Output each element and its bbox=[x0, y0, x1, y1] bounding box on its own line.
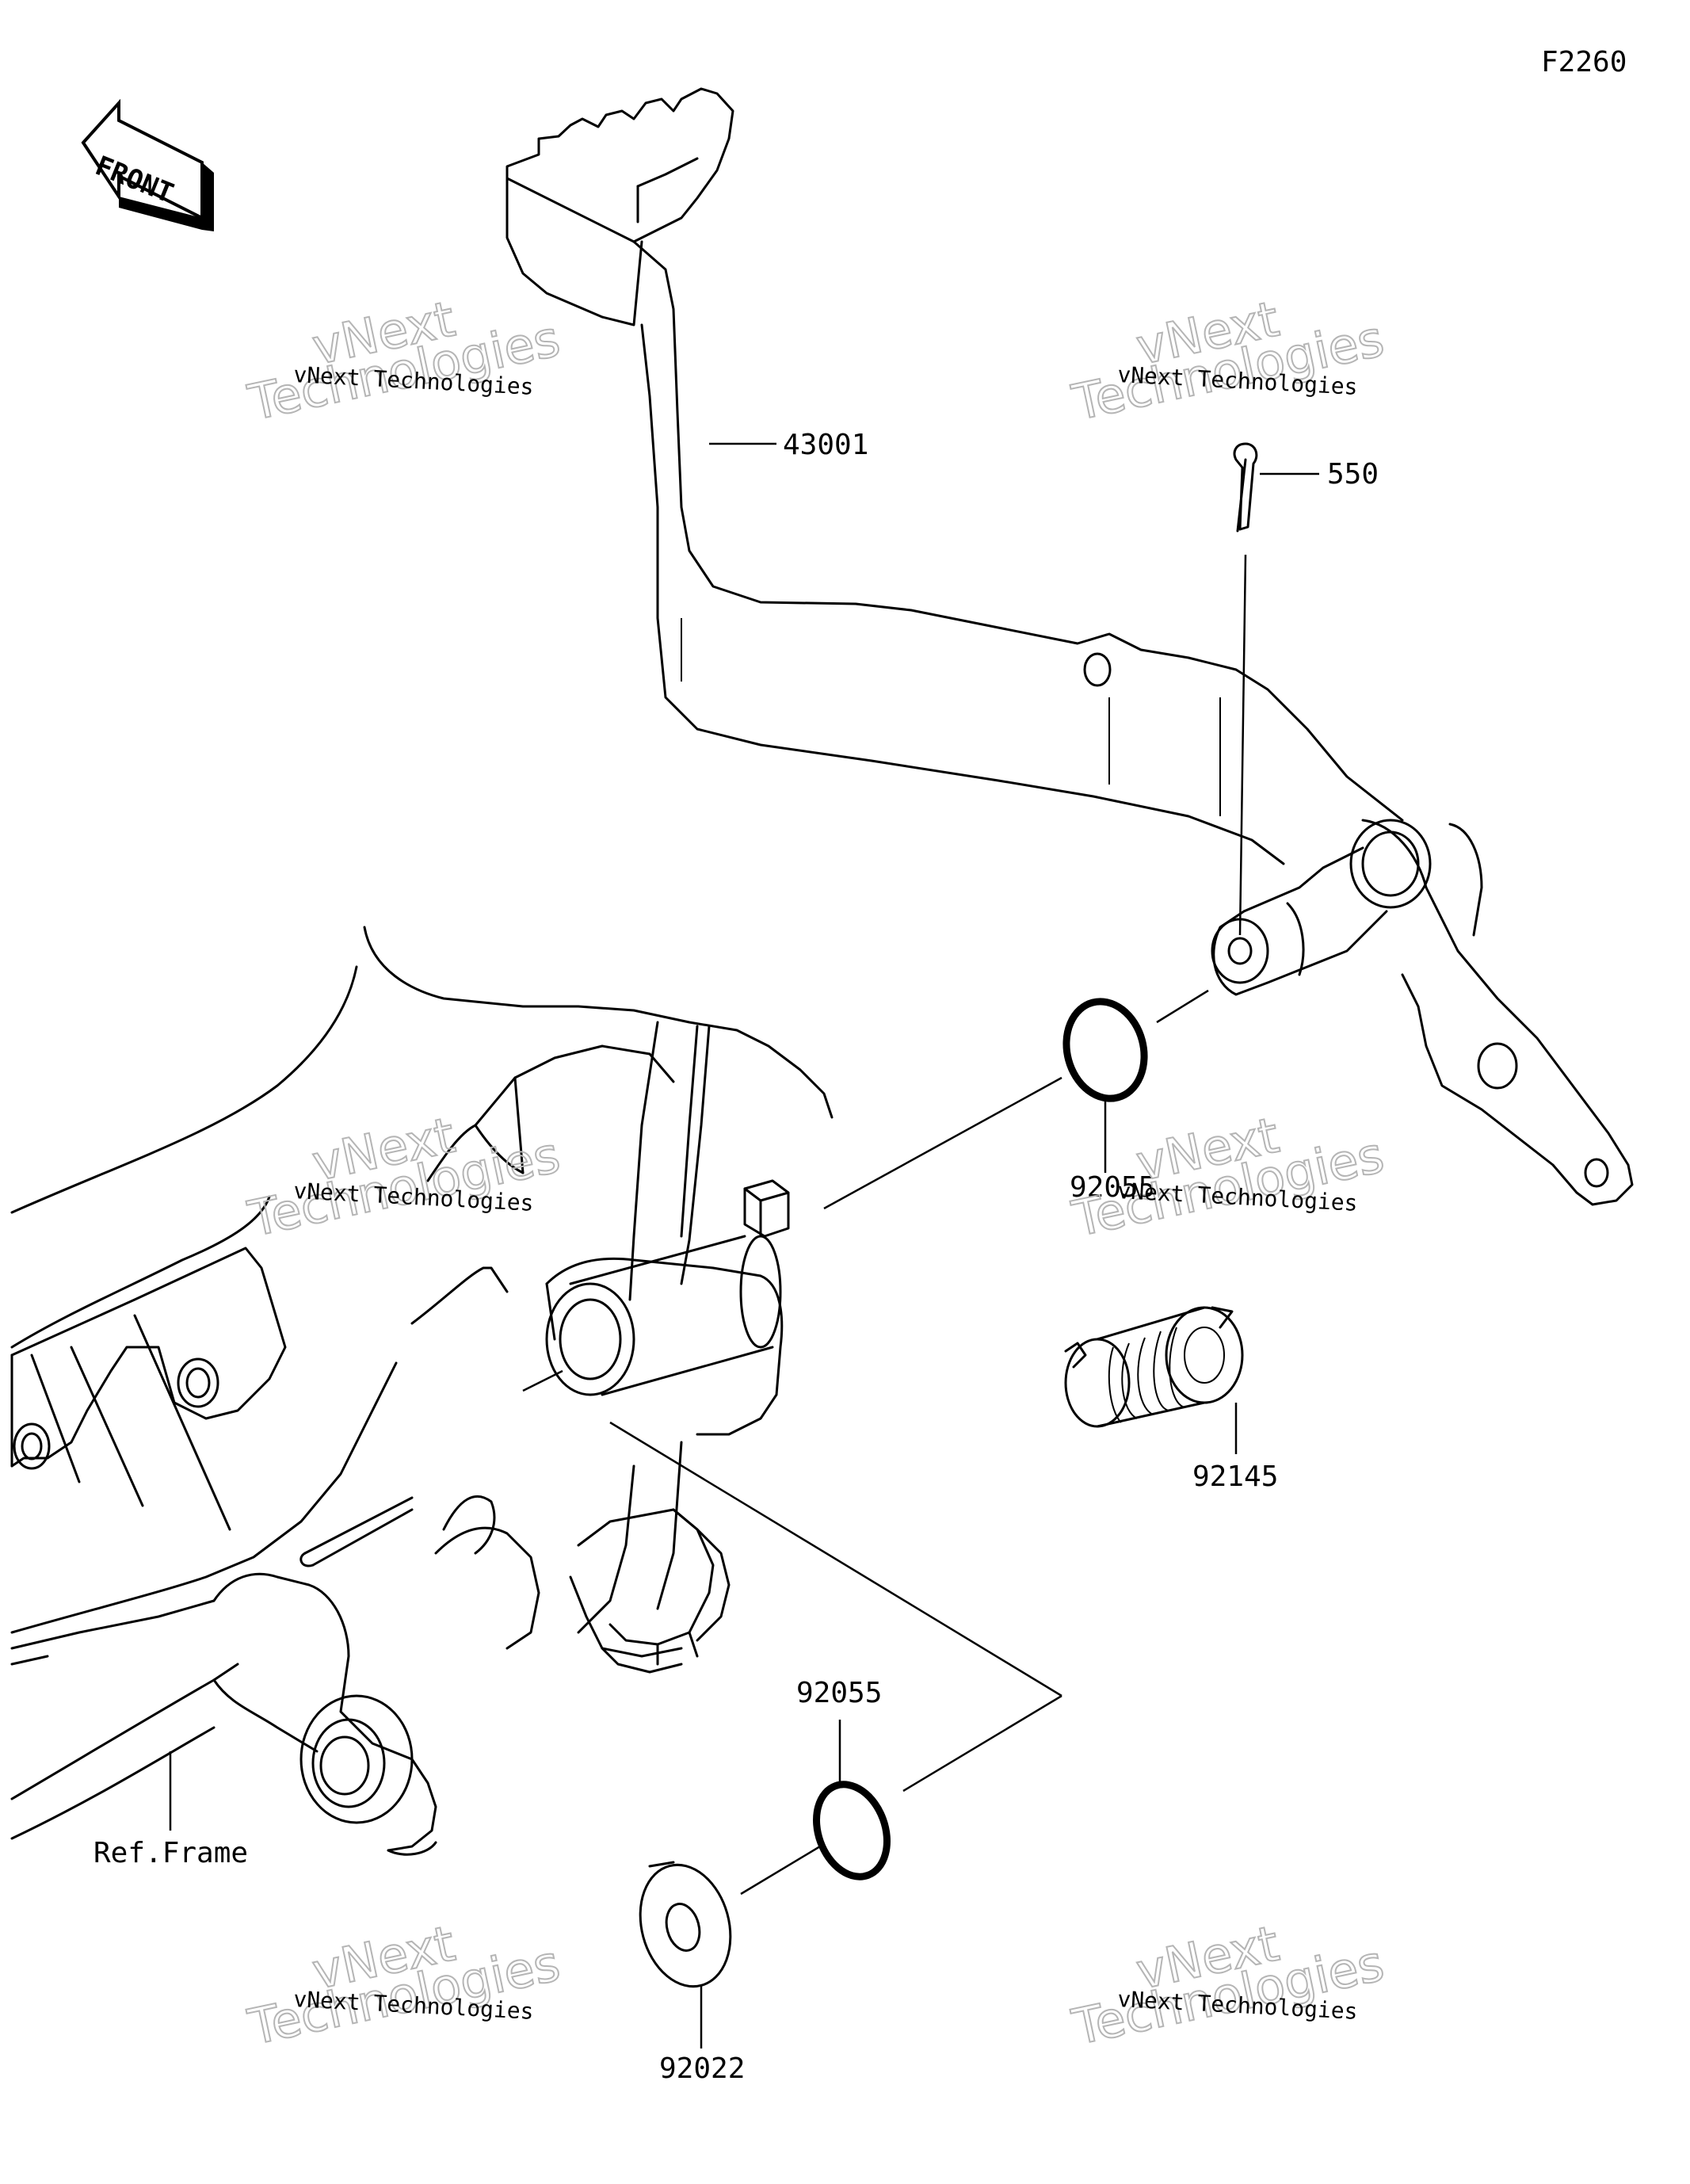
cotter-pin[interactable] bbox=[1233, 442, 1258, 533]
diagram-code: F2260 bbox=[1541, 46, 1627, 78]
watermark-1: vNext Technologies vNext Technologies bbox=[242, 289, 566, 433]
o-ring-lower[interactable] bbox=[804, 1774, 899, 1886]
watermark-2: vNext Technologies vNext Technologies bbox=[1066, 289, 1390, 433]
callout-ref-frame: Ref.Frame bbox=[93, 1837, 248, 1869]
watermark-5: vNext Technologies vNext Technologies bbox=[242, 1914, 566, 2057]
washer[interactable] bbox=[628, 1854, 744, 1996]
frame bbox=[10, 926, 834, 1856]
callout-43001: 43001 bbox=[783, 429, 868, 461]
callout-92055-lower: 92055 bbox=[796, 1677, 882, 1709]
callout-550: 550 bbox=[1327, 458, 1379, 491]
watermark-6: vNext Technologies vNext Technologies bbox=[1066, 1914, 1390, 2057]
callout-92022: 92022 bbox=[659, 2052, 745, 2085]
return-spring[interactable] bbox=[1064, 1306, 1244, 1428]
front-arrow-icon: FRONT bbox=[81, 98, 214, 231]
callout-92145: 92145 bbox=[1192, 1460, 1278, 1493]
callout-92055-upper: 92055 bbox=[1070, 1171, 1155, 1204]
watermark-3: vNext Technologies vNext Technologies bbox=[242, 1105, 566, 1249]
frame-bushing bbox=[569, 1235, 782, 1396]
o-ring-upper[interactable] bbox=[1056, 993, 1155, 1108]
